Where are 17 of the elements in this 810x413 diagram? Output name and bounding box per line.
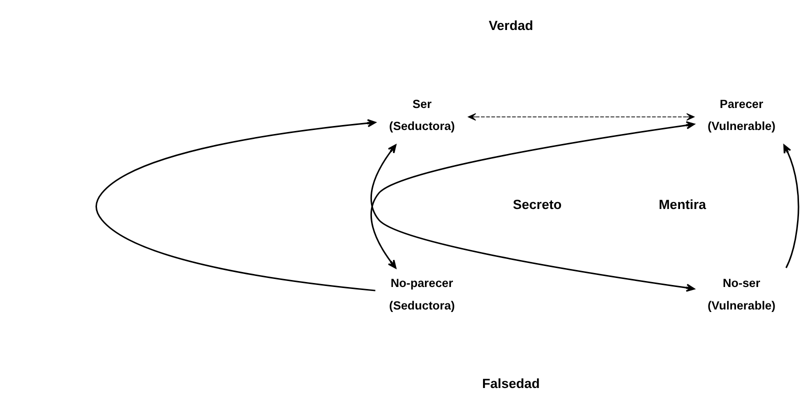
node-text: Parecer: [720, 96, 764, 111]
node-label: (Seductora): [389, 119, 455, 134]
arrow: [370, 144, 695, 292]
node-text: No-ser: [722, 276, 760, 290]
node-label: (Vulnerable): [708, 298, 776, 312]
node-label: (Seductora): [389, 298, 455, 312]
label: Secreto: [512, 197, 562, 212]
node-text: No-parecer: [390, 276, 454, 290]
label: Verdad: [488, 18, 534, 33]
label: Mentira: [658, 197, 706, 212]
arrow: [783, 144, 800, 268]
arrow: [96, 119, 376, 292]
label: Falsedad: [482, 376, 540, 392]
node-text: Ser: [412, 96, 432, 111]
arrow: [370, 121, 695, 269]
node-label: (Vulnerable): [708, 119, 776, 134]
arrow: [468, 113, 694, 121]
